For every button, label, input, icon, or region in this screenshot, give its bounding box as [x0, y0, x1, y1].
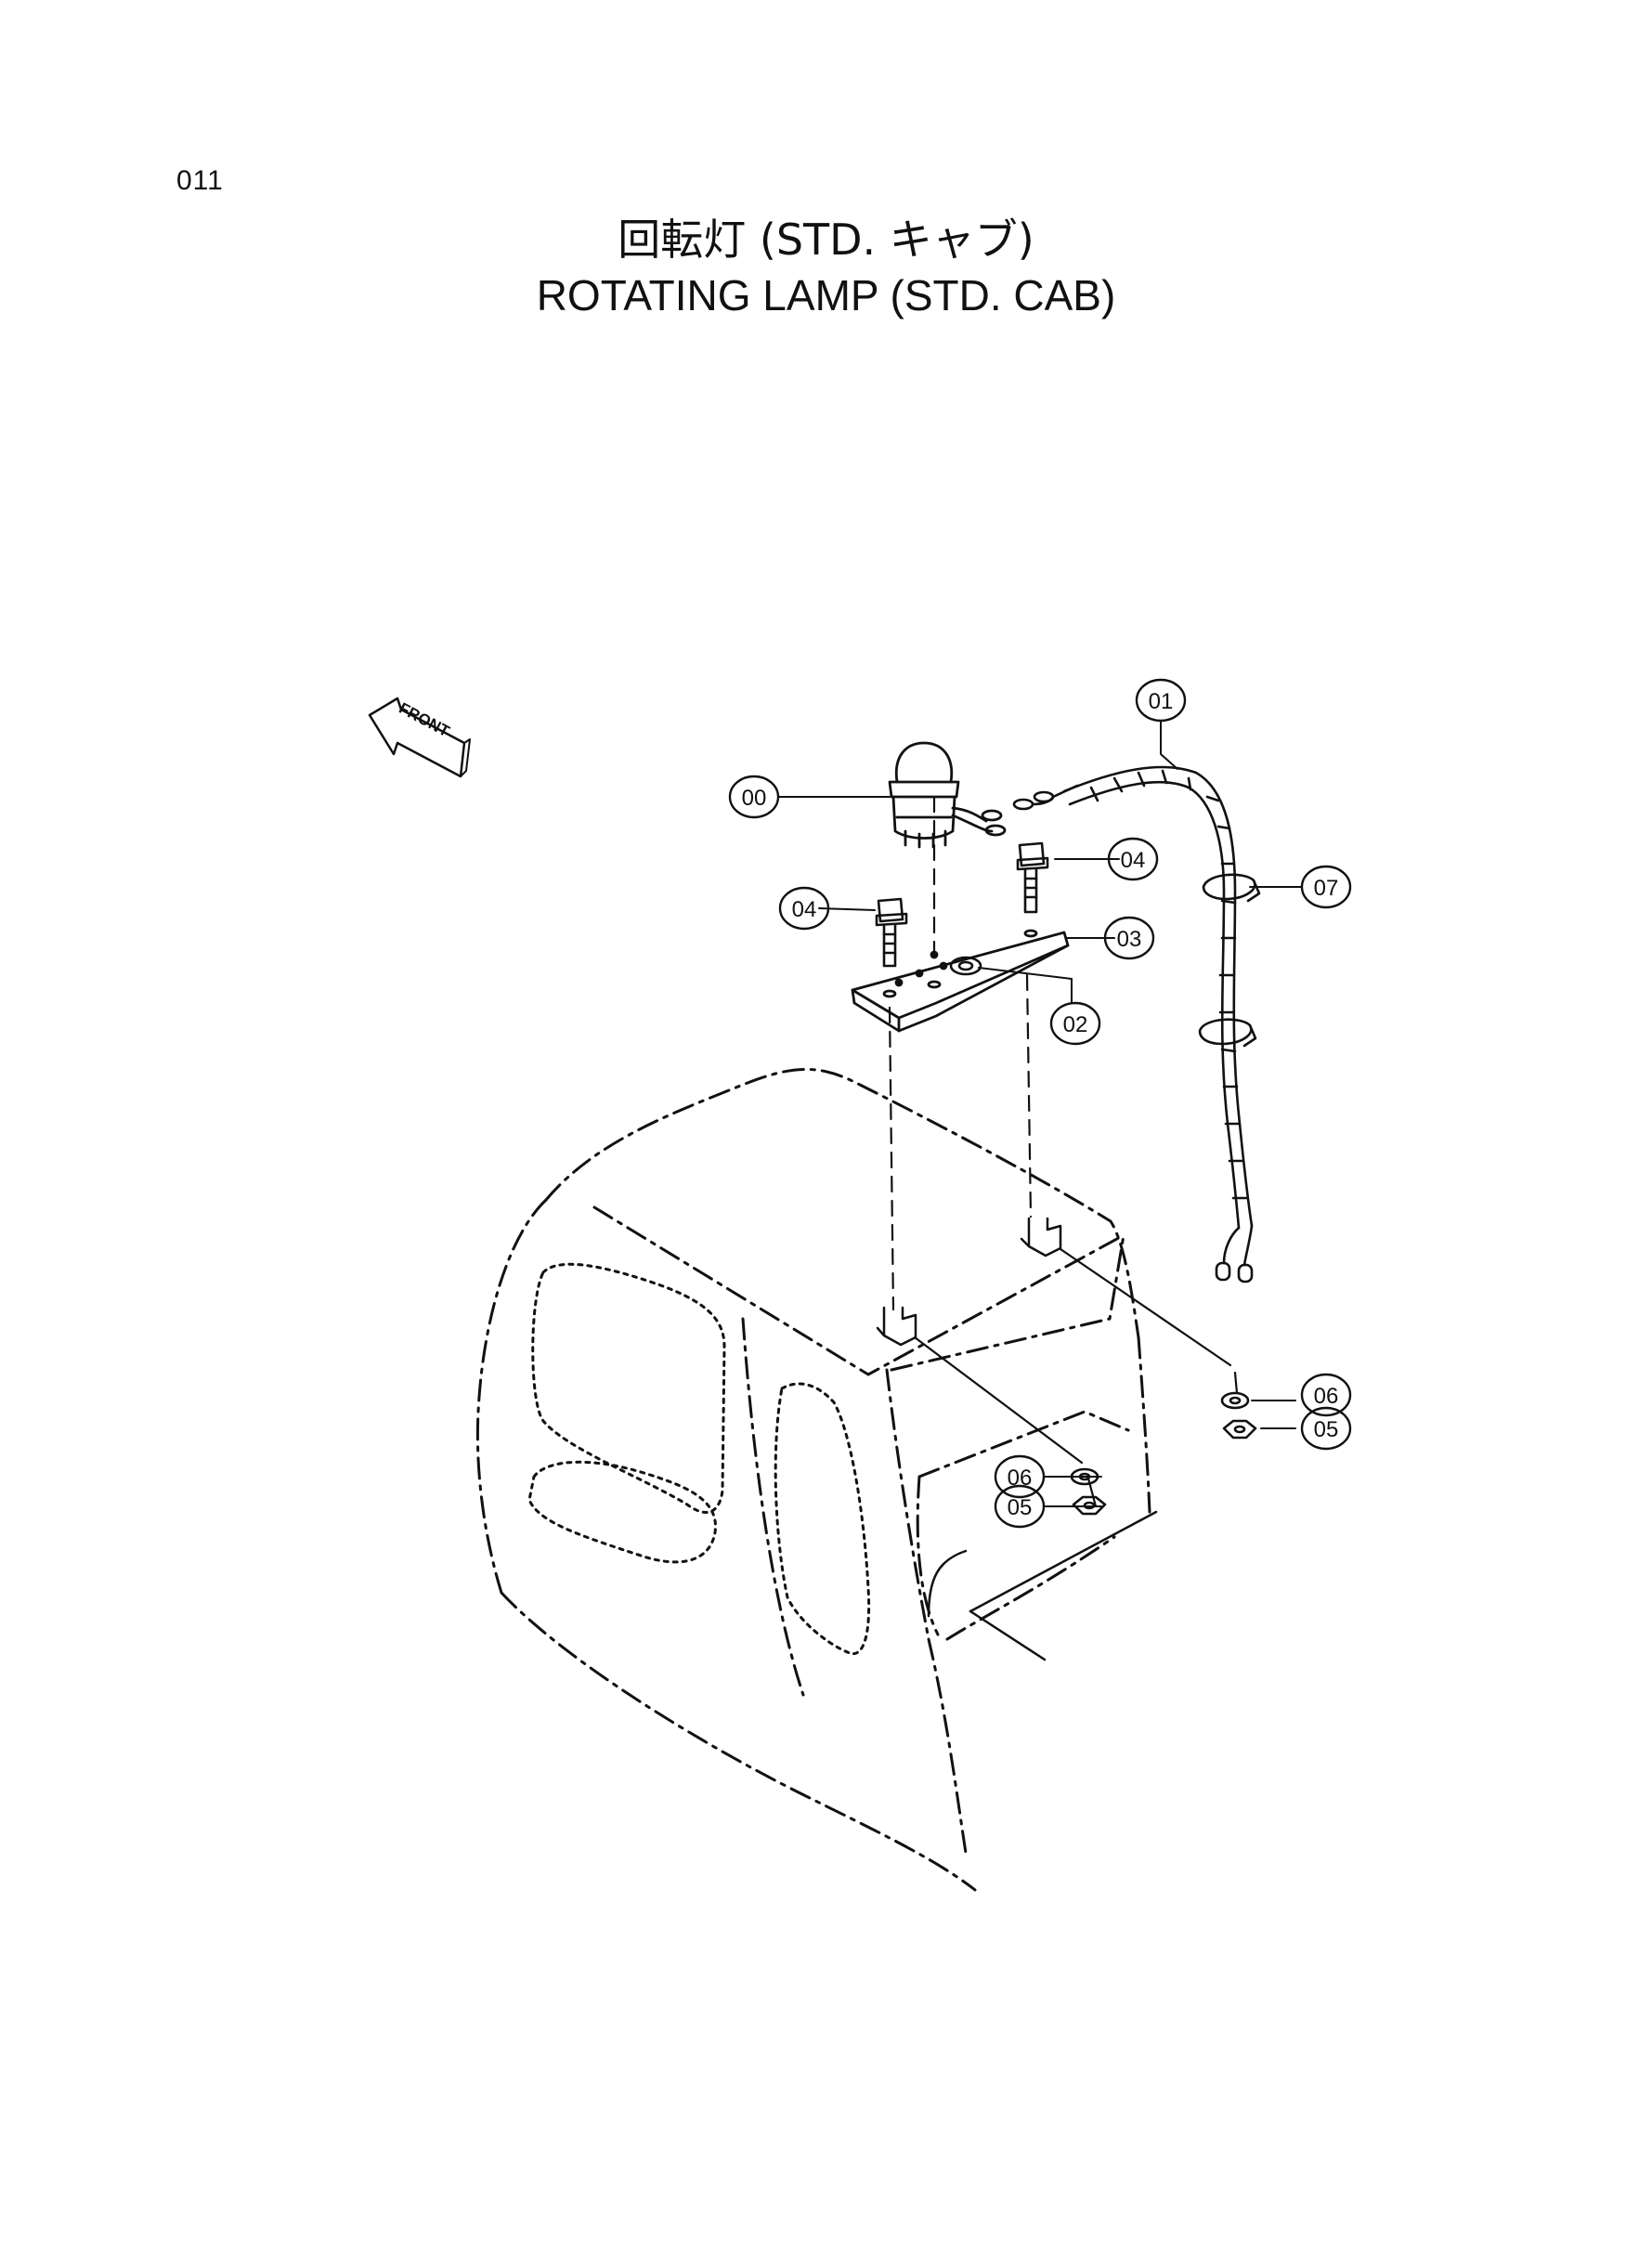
callout-label-04b: 04 — [792, 897, 817, 922]
callout-circle-03 — [1103, 916, 1155, 960]
callout-label-06a: 06 — [1314, 1384, 1339, 1409]
callout-label-01: 01 — [1149, 689, 1174, 714]
callout-circle-01 — [1135, 678, 1187, 723]
washers-and-nuts — [1070, 1391, 1257, 1516]
callout-label-02: 02 — [1063, 1012, 1088, 1037]
callout-label-05a: 05 — [1314, 1417, 1339, 1442]
cab-edges — [927, 1510, 1158, 1661]
callout-circle-05b — [994, 1484, 1046, 1529]
callout-label-06b: 06 — [1008, 1466, 1033, 1491]
callout-label-00: 00 — [742, 786, 767, 811]
rotating-lamp — [888, 741, 1007, 849]
callout-label-07: 07 — [1314, 876, 1339, 901]
callout-circle-00 — [728, 775, 780, 819]
cab-windows — [527, 1262, 871, 1656]
callout-circle-02 — [1049, 1001, 1101, 1046]
page-number: 011 — [176, 165, 224, 196]
callout-circle-04a — [1107, 837, 1159, 881]
callout-leaders — [777, 720, 1303, 1507]
front-arrow-icon: FRONT — [368, 697, 471, 778]
callout-circle-05a — [1300, 1406, 1352, 1451]
callout-label-05b: 05 — [1008, 1495, 1033, 1520]
callout-label-03: 03 — [1117, 927, 1142, 952]
cab-outline — [475, 1068, 1151, 1892]
harness-clips — [1198, 873, 1261, 1048]
title-english: ROTATING LAMP (STD. CAB) — [536, 271, 1116, 319]
grommet — [949, 956, 982, 976]
wire-harness — [1012, 765, 1254, 1283]
title-japanese: 回転灯 (STD. キャブ) — [618, 215, 1034, 265]
roof-brackets — [876, 1217, 1062, 1347]
callout-circle-06b — [994, 1454, 1046, 1499]
callout-circles — [728, 678, 1352, 1529]
callout-label-04a: 04 — [1121, 848, 1146, 873]
front-label: FRONT — [397, 699, 453, 741]
assembly-lines — [888, 795, 1033, 1311]
callout-circle-06a — [1300, 1373, 1352, 1417]
leader-lines — [913, 1247, 1239, 1508]
callout-circle-04b — [778, 886, 830, 931]
callout-circle-07 — [1300, 865, 1352, 909]
bolts — [875, 841, 1049, 968]
mounting-plate — [851, 929, 1070, 1033]
page-title: 回転灯 (STD. キャブ) ROTATING LAMP (STD. CAB) — [0, 212, 1652, 323]
